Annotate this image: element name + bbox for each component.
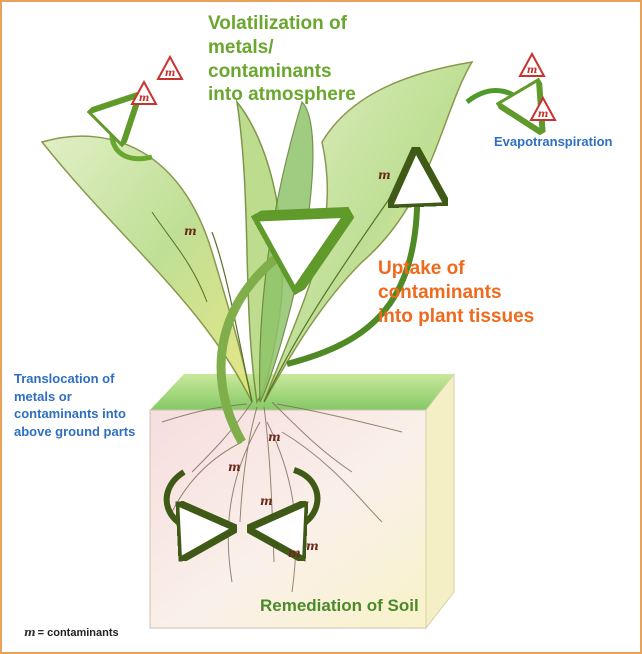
- contaminant-mark: m: [228, 460, 241, 474]
- svg-text:m: m: [139, 93, 150, 104]
- contaminant-mark: m: [260, 494, 273, 508]
- contaminant-mark: m: [306, 539, 319, 553]
- translocation-label: Translocation of metals or contaminants …: [14, 370, 135, 440]
- triangle-icon: m: [531, 98, 555, 120]
- svg-text:m: m: [165, 68, 176, 79]
- contaminant-mark: m: [378, 168, 391, 182]
- contaminant-mark: m: [268, 430, 281, 444]
- triangle-icon: m: [132, 82, 156, 104]
- svg-text:m: m: [538, 109, 549, 120]
- plant: [42, 62, 472, 402]
- legend: m= contaminants: [24, 626, 119, 639]
- svg-text:m: m: [527, 65, 538, 76]
- volatilization-label: Volatilization of metals/ contaminants i…: [208, 12, 356, 107]
- contaminant-mark: m: [288, 546, 301, 560]
- triangle-icon: m: [158, 57, 182, 79]
- evapotranspiration-label: Evapotranspiration: [494, 134, 612, 150]
- remediation-label: Remediation of Soil: [260, 595, 419, 616]
- contaminant-mark: m: [184, 224, 197, 238]
- triangle-icon: m: [520, 54, 544, 76]
- uptake-label: Uptake of contaminants into plant tissue…: [378, 257, 534, 328]
- legend-text: = contaminants: [38, 627, 119, 639]
- legend-symbol: m: [24, 626, 36, 639]
- evapotranspiration-arrow: [467, 91, 530, 112]
